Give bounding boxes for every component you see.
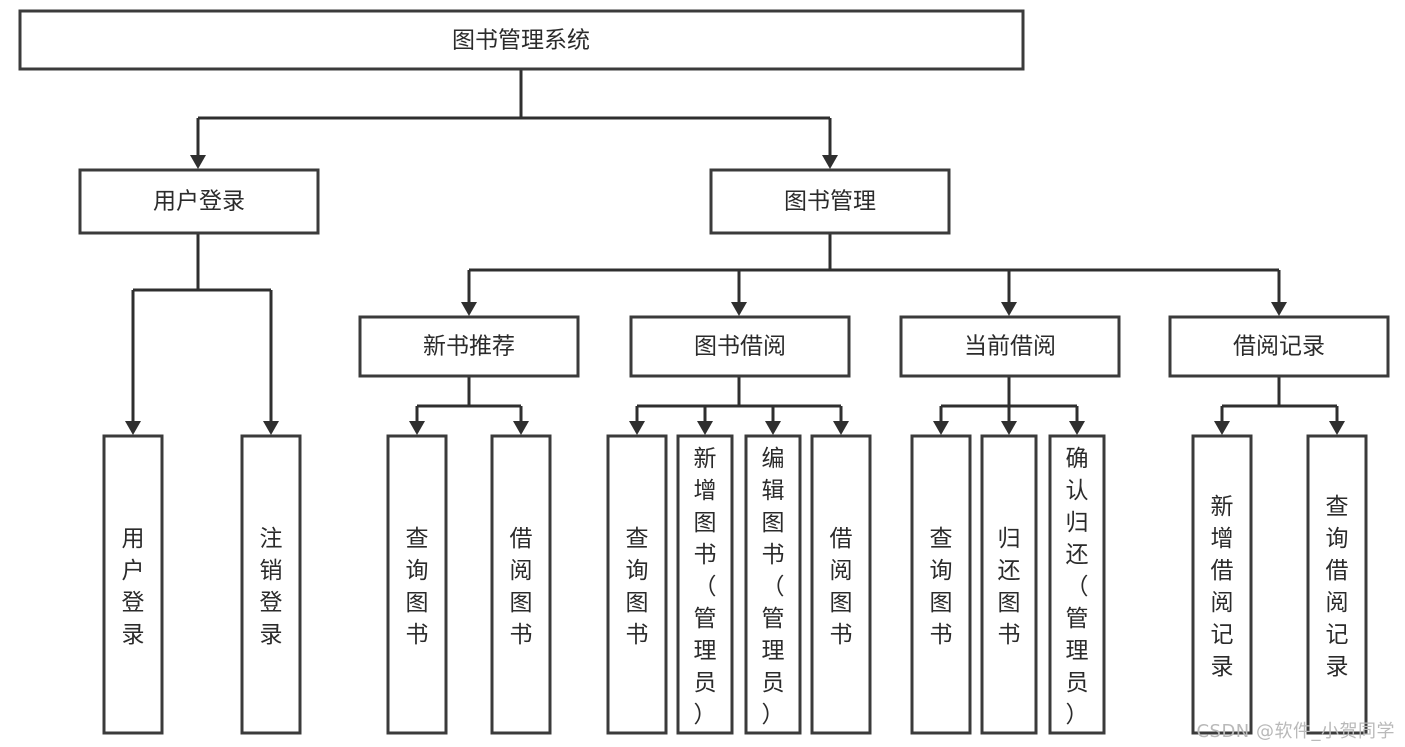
node-root-box[interactable] bbox=[18, 9, 1025, 71]
arrow-leaf-borrow-book-1 bbox=[513, 421, 529, 435]
node-leaf-edit-book-box[interactable] bbox=[744, 434, 802, 735]
node-leaf-user-logout-label: 注销登录 bbox=[260, 526, 283, 648]
node-new-book-recommend-box[interactable] bbox=[358, 315, 580, 378]
node-leaf-return-book-label: 归还图书 bbox=[998, 526, 1021, 648]
connector-trunk-level2 bbox=[196, 69, 830, 158]
node-leaf-confirm-return-box[interactable] bbox=[1048, 434, 1106, 735]
connector-trunk-borrow-record bbox=[1220, 376, 1339, 421]
node-current-borrow-box[interactable] bbox=[899, 315, 1121, 378]
connector-trunk-user-login bbox=[131, 233, 273, 421]
node-borrow-record-box[interactable] bbox=[1168, 315, 1390, 378]
connector-trunk-current-borrow bbox=[939, 376, 1079, 421]
arrow-current-borrow bbox=[1001, 302, 1017, 316]
arrow-leaf-query-book-2 bbox=[629, 421, 645, 435]
node-leaf-query-book-2-label: 查询图书 bbox=[626, 526, 649, 648]
arrow-user-login bbox=[190, 155, 206, 169]
node-current-borrow[interactable]: 当前借阅 bbox=[899, 315, 1121, 378]
arrow-borrow-record bbox=[1271, 302, 1287, 316]
node-user-login-box[interactable] bbox=[78, 168, 320, 235]
node-book-borrow[interactable]: 图书借阅 bbox=[629, 315, 851, 378]
node-leaf-user-logout-box[interactable] bbox=[240, 434, 302, 735]
connector-borrow-record-to-leaves bbox=[1214, 376, 1345, 435]
arrow-leaf-query-book-1 bbox=[409, 421, 425, 435]
connector-trunk-new-book bbox=[415, 376, 523, 421]
connector-book-manage-to-level3 bbox=[461, 233, 1287, 316]
node-leaf-add-book-box[interactable] bbox=[676, 434, 734, 735]
node-leaf-query-book-3-box[interactable] bbox=[910, 434, 972, 735]
arrow-leaf-return-book bbox=[1001, 421, 1017, 435]
arrow-book-borrow bbox=[731, 302, 747, 316]
node-new-book-recommend[interactable]: 新书推荐 bbox=[358, 315, 580, 378]
node-leaf-user-login-label: 用户登录 bbox=[122, 526, 145, 648]
arrow-leaf-add-book bbox=[697, 421, 713, 435]
arrow-leaf-edit-book bbox=[765, 421, 781, 435]
node-leaf-edit-book[interactable]: 编辑图书（管理员） bbox=[744, 434, 802, 735]
node-book-manage-label: 图书管理 bbox=[784, 189, 876, 215]
node-leaf-query-book-1-box[interactable] bbox=[386, 434, 448, 735]
node-leaf-borrow-book-2-box[interactable] bbox=[810, 434, 872, 735]
node-current-borrow-label: 当前借阅 bbox=[964, 334, 1056, 360]
node-leaf-query-book-1[interactable]: 查询图书 bbox=[386, 434, 448, 735]
node-leaf-add-record[interactable]: 新增借阅记录 bbox=[1191, 434, 1253, 735]
node-user-login[interactable]: 用户登录 bbox=[78, 168, 320, 235]
node-leaf-query-book-3-label: 查询图书 bbox=[930, 526, 953, 648]
connector-trunk-book-manage bbox=[467, 233, 1281, 302]
node-leaf-borrow-book-1-label: 借阅图书 bbox=[510, 526, 533, 648]
node-leaf-return-book[interactable]: 归还图书 bbox=[980, 434, 1038, 735]
node-leaf-confirm-return-label: 确认归还（管理员） bbox=[1066, 446, 1089, 728]
node-leaf-user-login-box[interactable] bbox=[102, 434, 164, 735]
node-leaf-query-record-box[interactable] bbox=[1306, 434, 1368, 735]
node-leaf-query-book-2-box[interactable] bbox=[606, 434, 668, 735]
node-leaf-borrow-book-1-box[interactable] bbox=[490, 434, 552, 735]
node-leaf-user-login[interactable]: 用户登录 bbox=[102, 434, 164, 735]
node-leaf-confirm-return[interactable]: 确认归还（管理员） bbox=[1048, 434, 1106, 735]
node-book-manage[interactable]: 图书管理 bbox=[709, 168, 951, 235]
arrow-leaf-user-logout bbox=[263, 421, 279, 435]
node-leaf-query-record[interactable]: 查询借阅记录 bbox=[1306, 434, 1368, 735]
node-leaf-add-book-label: 新增图书（管理员） bbox=[694, 446, 717, 728]
arrow-book-manage bbox=[822, 155, 838, 169]
node-new-book-recommend-label: 新书推荐 bbox=[423, 334, 515, 360]
csdn-watermark: CSDN @软件_小贺同学 bbox=[1196, 721, 1395, 742]
node-borrow-record-label: 借阅记录 bbox=[1233, 334, 1325, 360]
arrow-new-book-recommend bbox=[461, 302, 477, 316]
node-book-manage-box[interactable] bbox=[709, 168, 951, 235]
node-leaf-borrow-book-2-label: 借阅图书 bbox=[830, 526, 853, 648]
node-leaf-user-logout[interactable]: 注销登录 bbox=[240, 434, 302, 735]
arrow-leaf-borrow-book-2 bbox=[833, 421, 849, 435]
node-leaf-query-book-2[interactable]: 查询图书 bbox=[606, 434, 668, 735]
node-leaf-edit-book-label: 编辑图书（管理员） bbox=[762, 446, 785, 728]
node-book-borrow-label: 图书借阅 bbox=[694, 334, 786, 360]
node-user-login-label: 用户登录 bbox=[153, 189, 245, 215]
connector-trunk-book-borrow bbox=[635, 376, 843, 421]
node-leaf-query-record-label: 查询借阅记录 bbox=[1326, 494, 1349, 680]
node-leaf-add-book[interactable]: 新增图书（管理员） bbox=[676, 434, 734, 735]
node-leaf-query-book-3[interactable]: 查询图书 bbox=[910, 434, 972, 735]
node-borrow-record[interactable]: 借阅记录 bbox=[1168, 315, 1390, 378]
node-book-borrow-box[interactable] bbox=[629, 315, 851, 378]
node-root[interactable]: 图书管理系统 bbox=[18, 9, 1025, 71]
connector-root-to-level2 bbox=[190, 69, 838, 169]
arrow-leaf-confirm-return bbox=[1069, 421, 1085, 435]
connector-user-login-to-leaves bbox=[125, 233, 279, 435]
arrow-leaf-add-record bbox=[1214, 421, 1230, 435]
node-leaf-borrow-book-2[interactable]: 借阅图书 bbox=[810, 434, 872, 735]
node-leaf-return-book-box[interactable] bbox=[980, 434, 1038, 735]
node-leaf-add-record-label: 新增借阅记录 bbox=[1211, 494, 1234, 680]
connector-current-borrow-to-leaves bbox=[933, 376, 1085, 435]
arrow-leaf-query-record bbox=[1329, 421, 1345, 435]
node-leaf-add-record-box[interactable] bbox=[1191, 434, 1253, 735]
arrow-leaf-user-login bbox=[125, 421, 141, 435]
node-leaf-borrow-book-1[interactable]: 借阅图书 bbox=[490, 434, 552, 735]
node-root-label: 图书管理系统 bbox=[452, 28, 590, 54]
connector-book-borrow-to-leaves bbox=[629, 376, 849, 435]
connector-new-book-recommend-to-leaves bbox=[409, 376, 529, 435]
arrow-leaf-query-book-3 bbox=[933, 421, 949, 435]
node-leaf-query-book-1-label: 查询图书 bbox=[406, 526, 429, 648]
